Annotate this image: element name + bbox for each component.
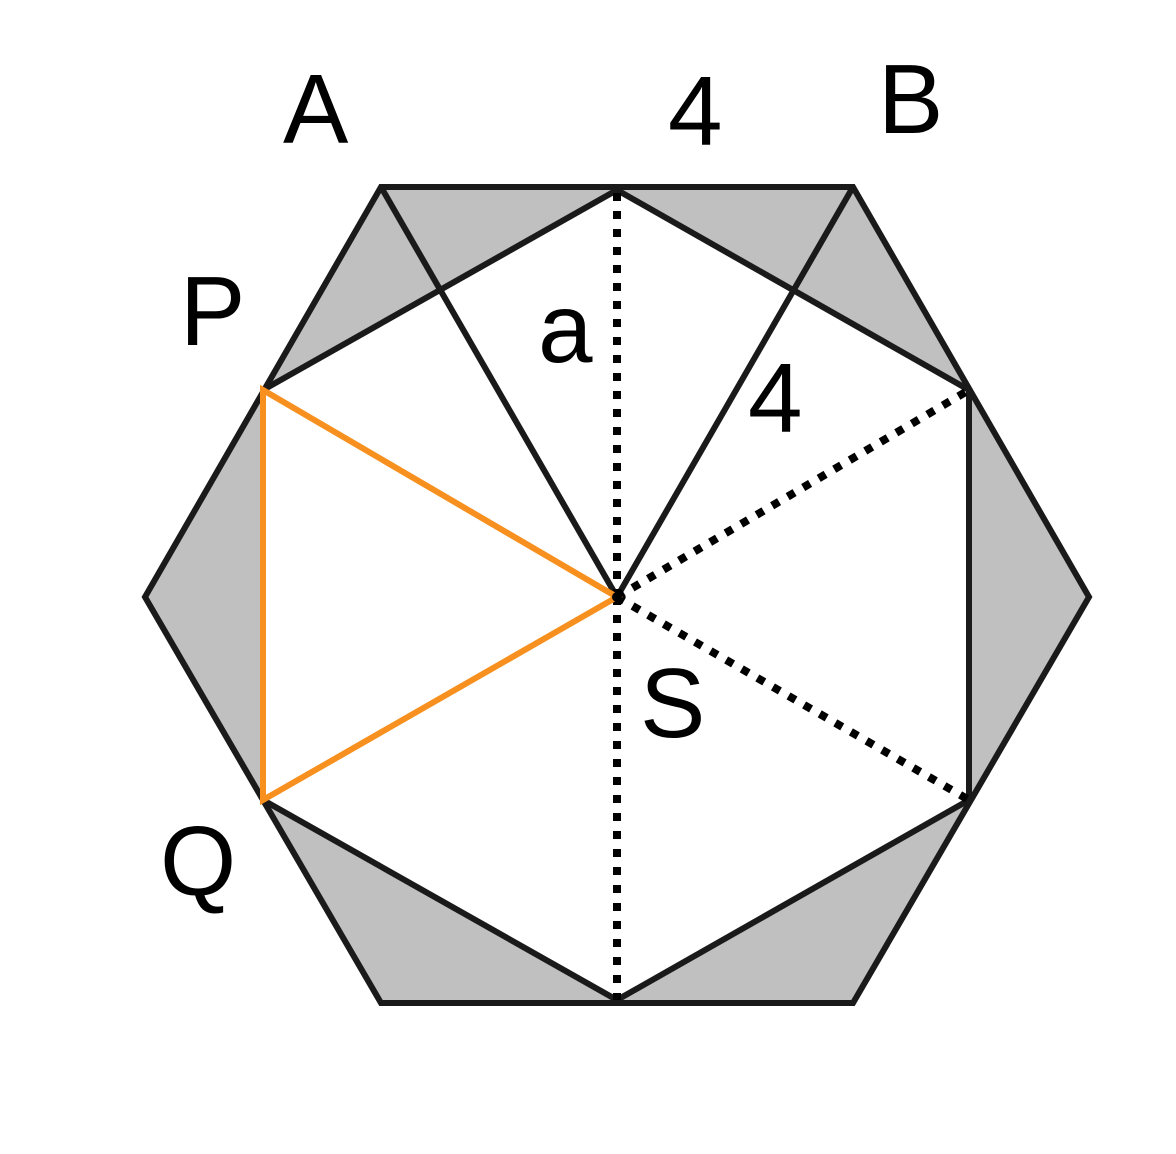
outer-hexagon-outline — [141, 184, 1093, 1006]
line-b-to-s — [614, 185, 856, 599]
label-segment-a: a — [538, 273, 593, 383]
label-center-s: S — [640, 648, 705, 758]
dotted-lines — [613, 190, 972, 1000]
label-vertex-a: A — [283, 54, 349, 164]
inner-solid-lines — [261, 185, 972, 1003]
label-inner-length: 4 — [748, 343, 803, 453]
line-q-to-bottom-mid — [261, 797, 619, 1003]
dotted-s-to-upper-right — [614, 386, 972, 601]
dotted-s-to-lower-right — [615, 593, 971, 804]
label-vertex-b: B — [878, 44, 943, 154]
label-vertex-q: Q — [160, 806, 236, 916]
highlight-triangle-psq — [260, 384, 623, 806]
line-bottom-mid-to-right — [615, 797, 971, 1003]
label-vertex-p: P — [180, 256, 245, 366]
label-top-length: 4 — [668, 56, 723, 166]
center-point — [612, 592, 622, 602]
line-a-to-s — [378, 185, 620, 599]
